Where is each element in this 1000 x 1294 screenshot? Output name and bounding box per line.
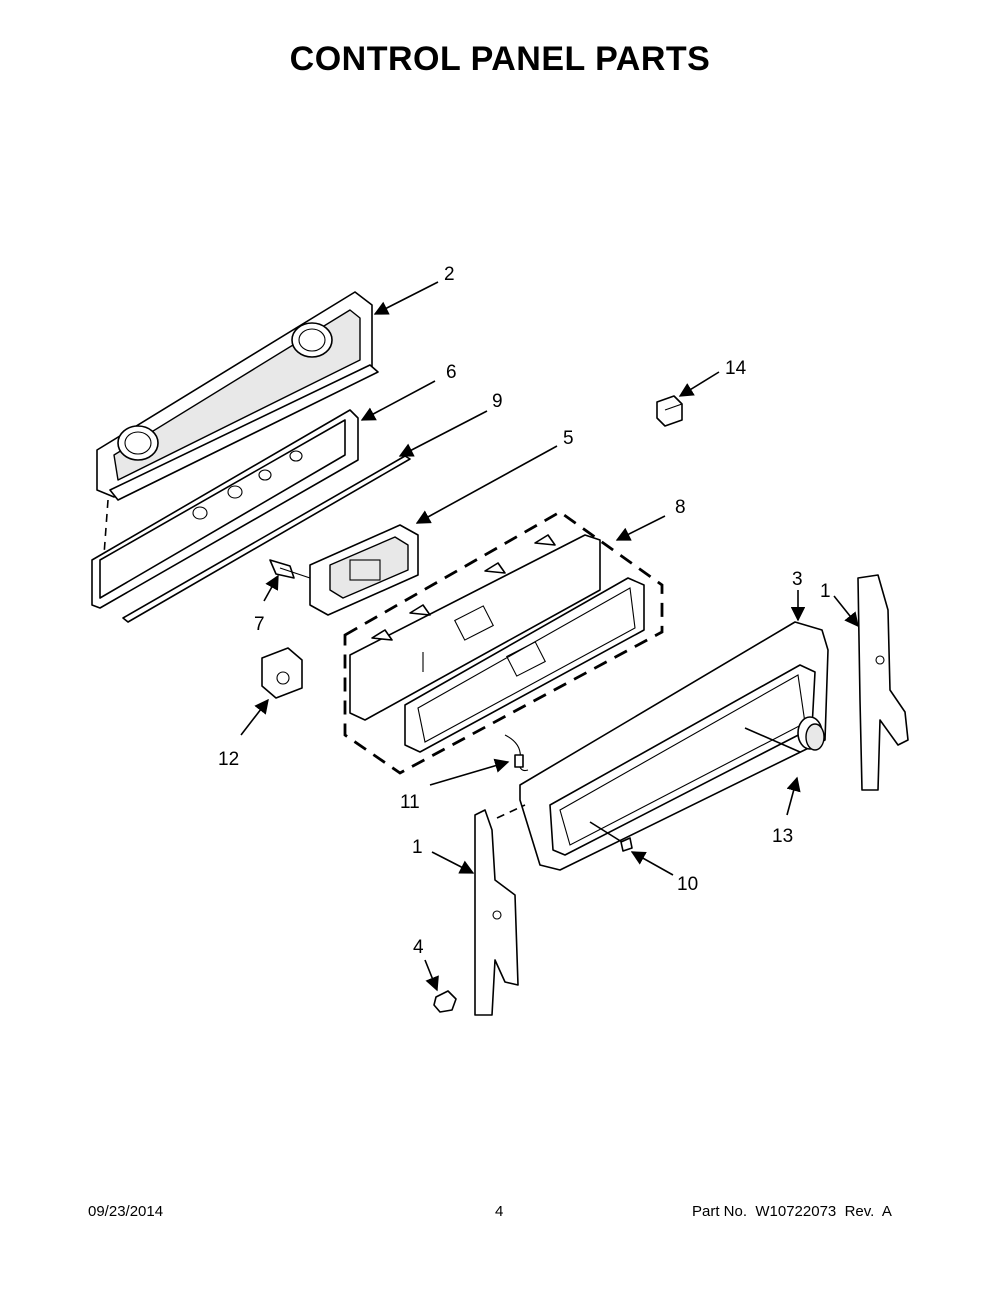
part-8-console-panels — [349, 534, 645, 753]
callout-3: 3 — [792, 569, 803, 590]
part-9-strip — [122, 455, 411, 623]
footer-part-number: Part No. W10722073 Rev. A — [692, 1203, 892, 1220]
part-13-knob — [797, 716, 825, 751]
callout-13: 13 — [772, 826, 793, 847]
alignment-line — [496, 804, 526, 819]
alignment-line — [103, 499, 109, 556]
callout-12: 12 — [218, 749, 239, 770]
part-2-rear-panel — [96, 291, 379, 501]
footer-page-number: 4 — [495, 1203, 504, 1220]
callout-11: 11 — [400, 792, 420, 813]
callout-numbers: 2 6 9 5 14 8 3 1 7 12 11 13 1 10 4 — [218, 264, 831, 958]
callout-7: 7 — [254, 614, 265, 635]
callout-9: 9 — [492, 391, 503, 412]
part-3-console-frame — [519, 621, 829, 871]
leader-lines — [240, 281, 859, 992]
callout-2: 2 — [444, 264, 455, 285]
part-10-screw — [620, 837, 633, 852]
callout-1b: 1 — [412, 837, 423, 858]
footer-date: 09/23/2014 — [88, 1203, 164, 1220]
callout-5: 5 — [563, 428, 574, 449]
part-4-screw — [433, 990, 457, 1013]
callout-4: 4 — [413, 937, 424, 958]
part-14-relay — [656, 395, 683, 427]
callout-14: 14 — [725, 358, 747, 379]
part-7-screw — [269, 559, 311, 579]
part-11-wire-harness — [504, 734, 529, 772]
page-title: CONTROL PANEL PARTS — [289, 40, 711, 78]
part-1-end-cap-left — [474, 809, 519, 1016]
part-6-bracket — [91, 409, 359, 609]
callout-10: 10 — [677, 874, 698, 895]
callout-8: 8 — [675, 497, 686, 518]
callout-6: 6 — [446, 362, 457, 383]
part-5-control-board — [309, 524, 419, 616]
part-8-group-outline — [343, 510, 664, 775]
callout-1: 1 — [820, 581, 831, 602]
part-12-switch — [261, 647, 303, 699]
part-1-end-cap-right — [857, 574, 909, 791]
